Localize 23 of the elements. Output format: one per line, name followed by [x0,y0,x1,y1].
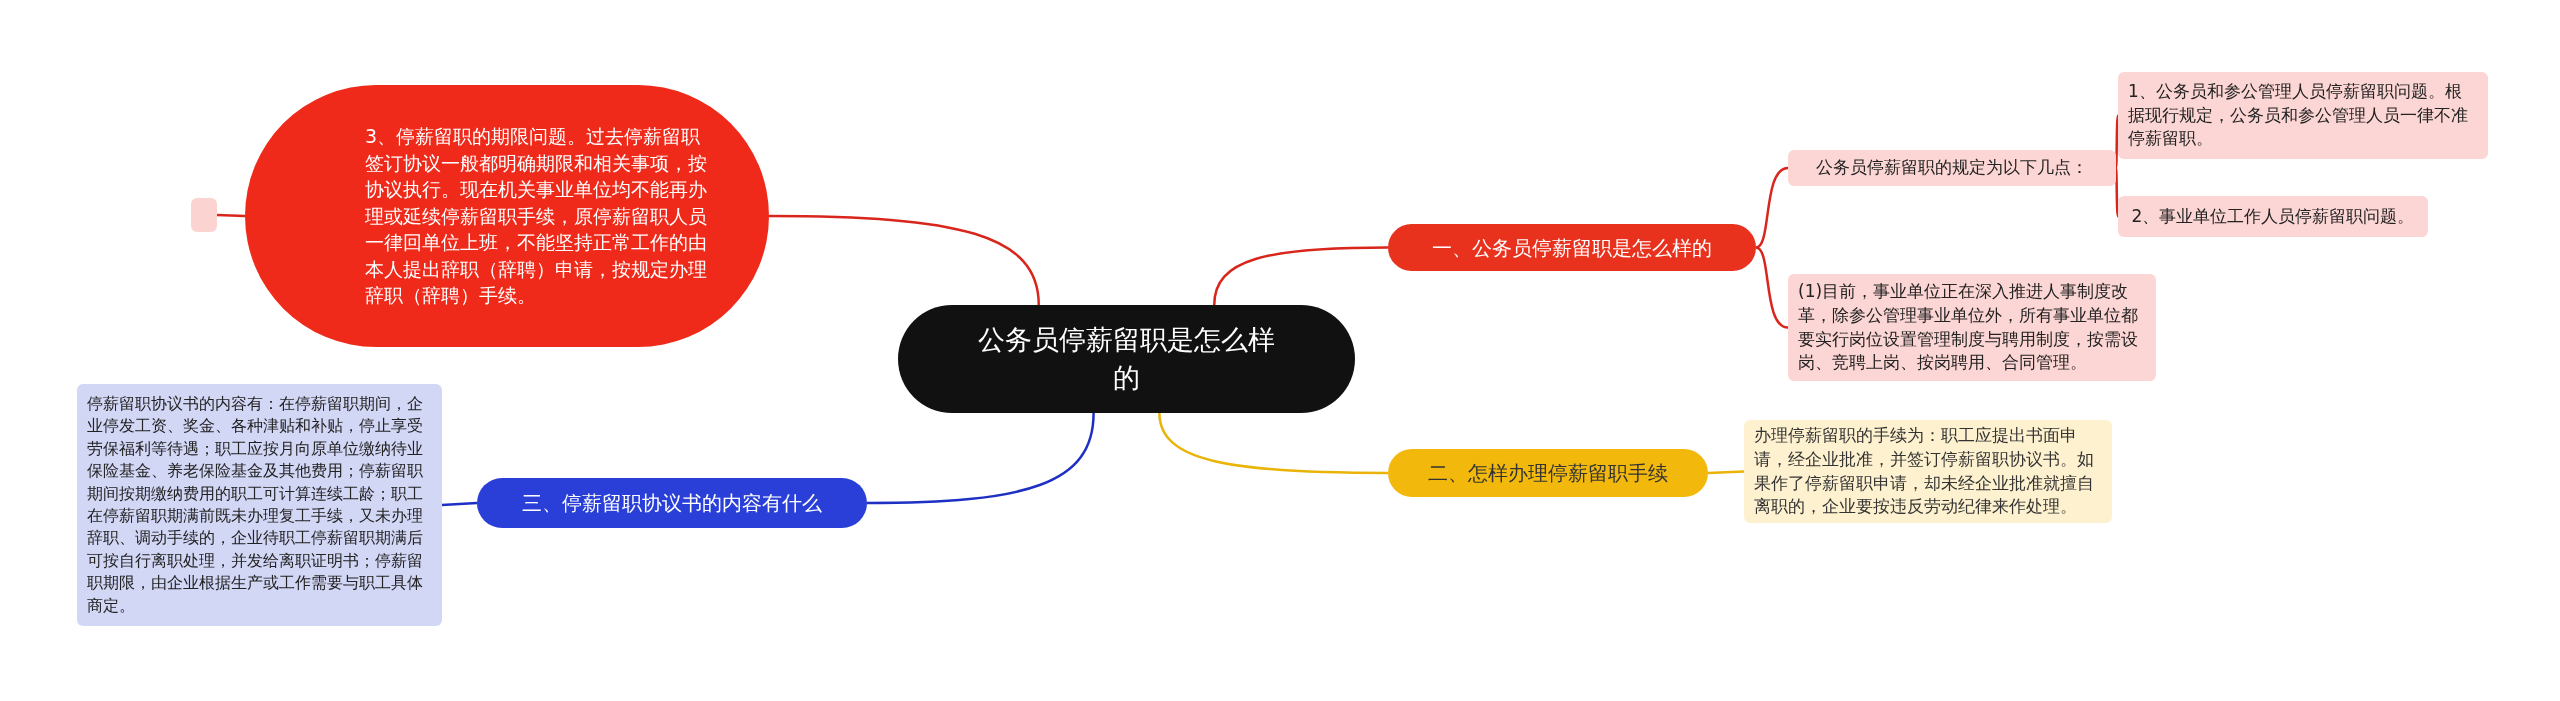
subtopic-box: 停薪留职协议书的内容有：在停薪留职期间，企业停发工资、奖金、各种津贴和补贴，停止享受劳保福利等待遇；职工应按月向原单位缴纳待业保险基金、养老保险基金及其他费用；停薪留职期间按期缴纳费用的职工可计算连续工龄；职工在停薪留职期满前既未办理复工手续，又未办理辞职、调动手续的，企业待职工停薪留职期满后可按自行离职处理，并发给离职证明书；停薪留职期限，由企业根据生产或工作需要与职工具体商定。 [77,384,442,626]
subtopic-box: 公务员停薪留职的规定为以下几点： [1788,150,2116,186]
empty-box [191,198,217,232]
connector-line [2114,115,2120,169]
branch-topic: 三、停薪留职协议书的内容有什么 [477,478,867,528]
connector-line [1755,166,1789,249]
branch-topic: 二、怎样办理停薪留职手续 [1388,449,1708,497]
subtopic-box: 2、事业单位工作人员停薪留职问题。 [2118,196,2428,237]
connector-line [216,213,246,218]
connector-line [2114,167,2120,217]
root-topic: 公务员停薪留职是怎么样的 [898,305,1355,413]
topic-pill: 3、停薪留职的期限问题。过去停薪留职签订协议一般都明确期限和相关事项，按协议执行。现在机关事业单位均不能再办理或延续停薪留职手续，原停薪留职人员一律回单位上班，不能坚持正常工作的由本人提出辞职（辞聘）申请，按规定办理辞职（辞聘）手续。 [245,85,769,347]
connector-line [441,501,478,507]
connector-line [769,214,1040,306]
branch-topic: 一、公务员停薪留职是怎么样的 [1388,224,1756,271]
subtopic-box: 1、公务员和参公管理人员停薪留职问题。根据现行规定，公务员和参公管理人员一律不准停薪留职。 [2118,72,2488,159]
connector-line [1158,412,1388,475]
connector-line [1707,470,1745,475]
connector-line [867,412,1095,505]
connector-line [1755,246,1789,329]
subtopic-box: 办理停薪留职的手续为：职工应提出书面申请，经企业批准，并签订停薪留职协议书。如果作了停薪留职申请，却未经企业批准就擅自离职的，企业要按违反劳动纪律来作处理。 [1744,420,2112,523]
subtopic-box: (1)目前，事业单位正在深入推进人事制度改革，除参公管理事业单位外，所有事业单位都要实行岗位设置管理制度与聘用制度，按需设岗、竞聘上岗、按岗聘用、合同管理。 [1788,274,2156,381]
connector-line [1213,246,1388,306]
